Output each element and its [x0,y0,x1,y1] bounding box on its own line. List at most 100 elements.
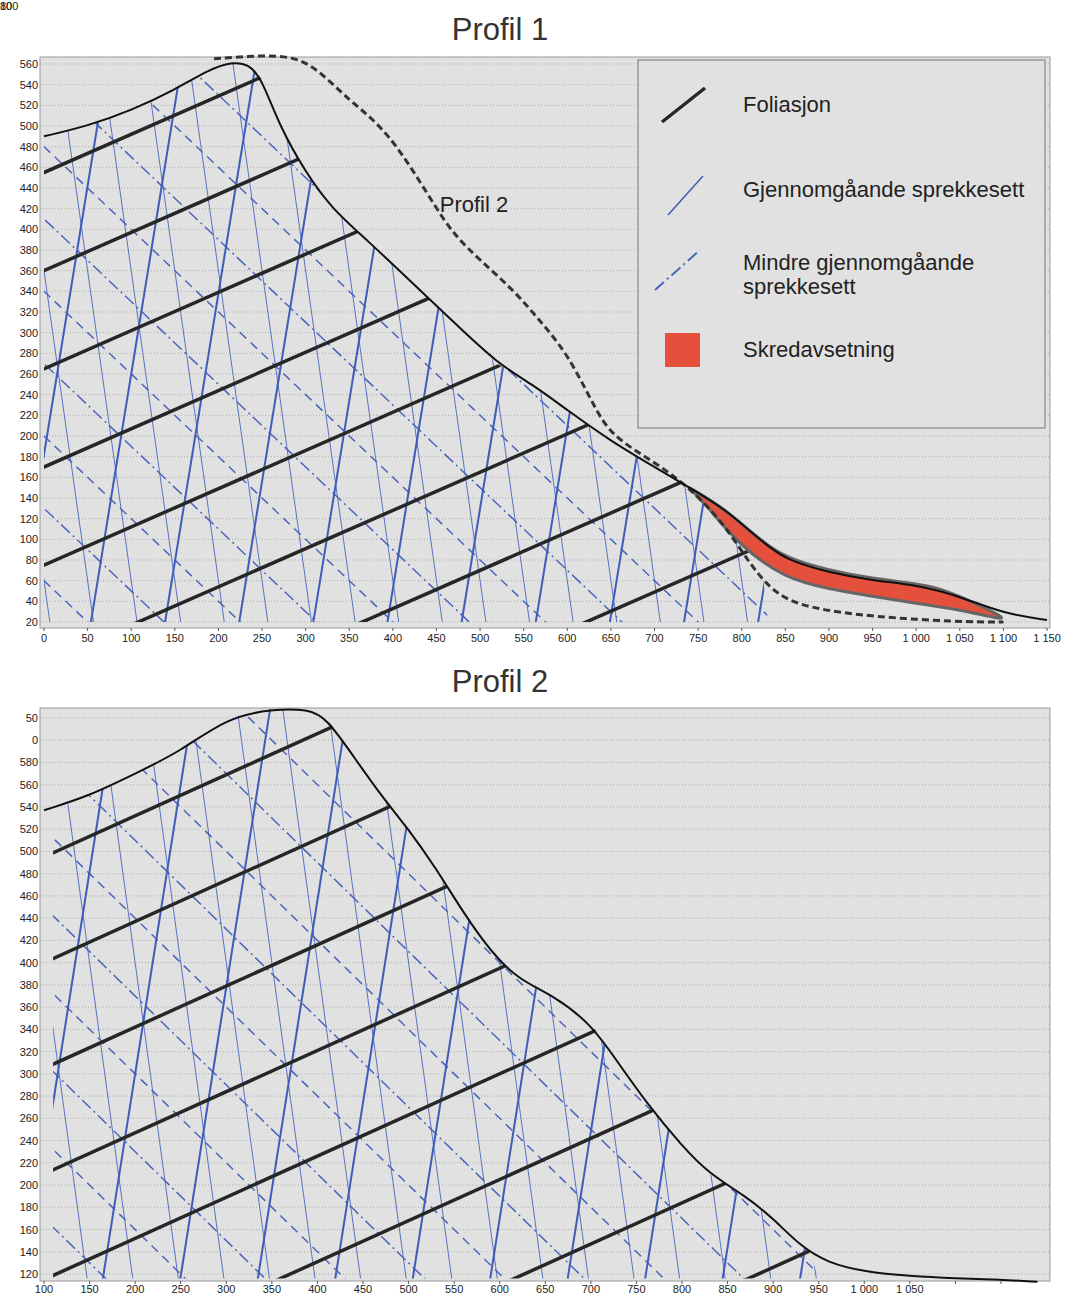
legend-text: Gjennomgåande sprekkesett [743,178,1043,202]
axis-tick-label: 320 [20,306,38,318]
axis-tick-label: 500 [20,120,38,132]
axis-tick-label: 450 [354,1283,372,1295]
legend-text: Foliasjon [743,93,1043,117]
legend-swatch [665,333,700,367]
axis-tick-label: 180 [20,451,38,463]
axis-tick-label: 800 [733,632,751,644]
axis-tick-label: 600 [558,632,576,644]
profile-label: Profil 2 [440,193,508,217]
axis-tick-label: 460 [20,890,38,902]
plot-ground [40,708,1050,1281]
axis-tick-label: 550 [445,1283,463,1295]
axis-tick-label: 220 [20,409,38,421]
axis-tick-label: 520 [20,99,38,111]
axis-tick-label: 160 [20,471,38,483]
axis-tick-label: 300 [296,632,314,644]
axis-tick-label: 850 [718,1283,736,1295]
axis-tick-label: 220 [20,1157,38,1169]
axis-tick-label: 320 [20,1046,38,1058]
axis-tick-label: 350 [263,1283,281,1295]
axis-tick-label: 400 [20,957,38,969]
axis-tick-label: 500 [399,1283,417,1295]
axis-tick-label: 400 [308,1283,326,1295]
axis-tick-label: 460 [20,161,38,173]
profile-title: Profil 2 [452,664,548,700]
axis-tick-label: 250 [172,1283,190,1295]
axis-tick-label: 700 [582,1283,600,1295]
axis-tick-label: 50 [81,632,93,644]
axis-tick-label: 60 [26,575,38,587]
axis-tick-label: 200 [20,1179,38,1191]
axis-tick-label: 340 [20,1023,38,1035]
axis-tick-label: 200 [209,632,227,644]
axis-tick-label: 360 [20,1001,38,1013]
axis-tick-label: 540 [20,79,38,91]
axis-tick-label: 300 [217,1283,235,1295]
axis-tick-label: 340 [20,285,38,297]
axis-tick-label: 420 [20,934,38,946]
axis-tick-label: 900 [820,632,838,644]
axis-tick-label: 440 [20,912,38,924]
axis-tick-label: 650 [602,632,620,644]
axis-tick-label: 1 050 [946,632,974,644]
axis-tick-label: 420 [20,203,38,215]
axis-tick-label: 560 [20,779,38,791]
axis-tick-label: 250 [253,632,271,644]
label: 100 [0,0,18,12]
axis-tick-label: 650 [536,1283,554,1295]
axis-tick-label: 20 [26,616,38,628]
axis-tick-label: 240 [20,389,38,401]
axis-tick-label: 440 [20,182,38,194]
axis-tick-label: 150 [80,1283,98,1295]
axis-tick-label: 600 [491,1283,509,1295]
legend-text: Skredavsetning [743,338,1043,362]
axis-tick-label: 350 [340,632,358,644]
axis-tick-label: 950 [863,632,881,644]
axis-tick-label: 140 [20,1246,38,1258]
axis-tick-label: 580 [20,756,38,768]
axis-tick-label: 850 [776,632,794,644]
axis-tick-label: 40 [26,595,38,607]
axis-tick-label: 240 [20,1135,38,1147]
axis-tick-label: 180 [20,1201,38,1213]
axis-tick-label: 100 [35,1283,53,1295]
axis-tick-label: 260 [20,368,38,380]
axis-tick-label: 1 100 [990,632,1018,644]
axis-tick-label: 150 [166,632,184,644]
axis-tick-label: 900 [764,1283,782,1295]
axis-tick-label: 950 [810,1283,828,1295]
axis-tick-label: 400 [20,223,38,235]
axis-tick-label: 450 [427,632,445,644]
axis-tick-label: 120 [20,1268,38,1280]
axis-tick-label: 300 [20,327,38,339]
axis-tick-label: 560 [20,58,38,70]
legend-box [638,60,1045,428]
axis-tick-label: 480 [20,141,38,153]
axis-tick-label: 50 [26,712,38,724]
axis-tick-label: 300 [20,1068,38,1080]
axis-tick-label: 800 [673,1283,691,1295]
axis-tick-label: 100 [122,632,140,644]
axis-tick-label: 120 [20,513,38,525]
axis-tick-label: 750 [627,1283,645,1295]
axis-tick-label: 480 [20,868,38,880]
axis-tick-label: 140 [20,492,38,504]
axis-tick-label: 1 050 [896,1283,924,1295]
axis-tick-label: 280 [20,347,38,359]
terrain-line [44,709,1037,1281]
slide-deposit [689,488,1001,619]
axis-tick-label: 200 [126,1283,144,1295]
axis-tick-label: 380 [20,244,38,256]
axis-tick-label: 0 [32,734,38,746]
legend-text: Mindre gjennomgåande sprekkesett [743,251,1043,299]
axis-tick-label: 200 [20,430,38,442]
axis-tick-label: 520 [20,823,38,835]
axis-tick-label: 500 [20,845,38,857]
profile-title: Profil 1 [452,12,548,48]
axis-tick-label: 550 [515,632,533,644]
axis-tick-label: 1 000 [902,632,930,644]
axis-tick-label: 80 [26,554,38,566]
axis-tick-label: 260 [20,1112,38,1124]
axis-tick-label: 160 [20,1224,38,1236]
